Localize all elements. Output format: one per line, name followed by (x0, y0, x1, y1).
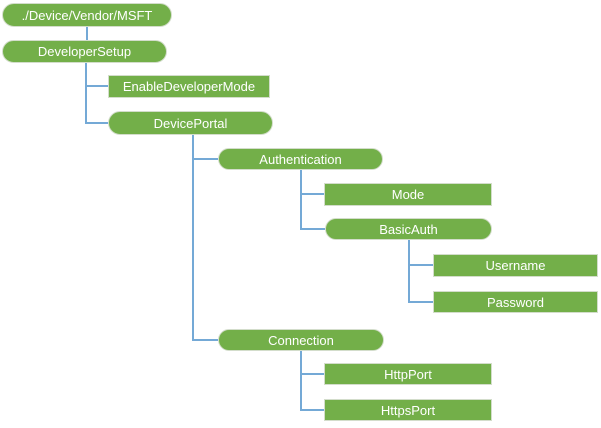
tree-node-developersetup: DeveloperSetup (2, 40, 167, 63)
connector-branch-deviceportal (85, 122, 108, 124)
connector-basicauth-stem (408, 240, 410, 303)
connector-branch-mode (300, 193, 324, 195)
connector-developersetup-stem (85, 63, 87, 124)
connector-branch-username (408, 264, 433, 266)
tree-node-enabledevelopermode: EnableDeveloperMode (108, 75, 270, 98)
tree-node-connection: Connection (218, 329, 384, 351)
connector-branch-enabledevelopermode (85, 85, 108, 87)
connector-branch-httpsport (300, 409, 324, 411)
connector-msft-to-developersetup (86, 27, 88, 40)
tree-node-httpsport: HttpsPort (324, 399, 492, 421)
connector-branch-authentication (192, 158, 218, 160)
tree-node-password: Password (433, 291, 598, 313)
connector-branch-basicauth (300, 228, 325, 230)
tree-node-device-vendor-msft: ./Device/Vendor/MSFT (2, 3, 172, 27)
connector-connection-stem (300, 350, 302, 411)
tree-node-httpport: HttpPort (324, 363, 492, 385)
tree-node-basicauth: BasicAuth (325, 218, 492, 240)
connector-branch-httpport (300, 373, 324, 375)
connector-branch-connection (192, 339, 218, 341)
tree-node-mode: Mode (324, 183, 492, 206)
connector-authentication-stem (300, 170, 302, 230)
tree-node-username: Username (433, 254, 598, 277)
connector-deviceportal-stem (192, 135, 194, 341)
tree-node-deviceportal: DevicePortal (108, 111, 273, 135)
tree-node-authentication: Authentication (218, 148, 383, 170)
connector-branch-password (408, 301, 433, 303)
